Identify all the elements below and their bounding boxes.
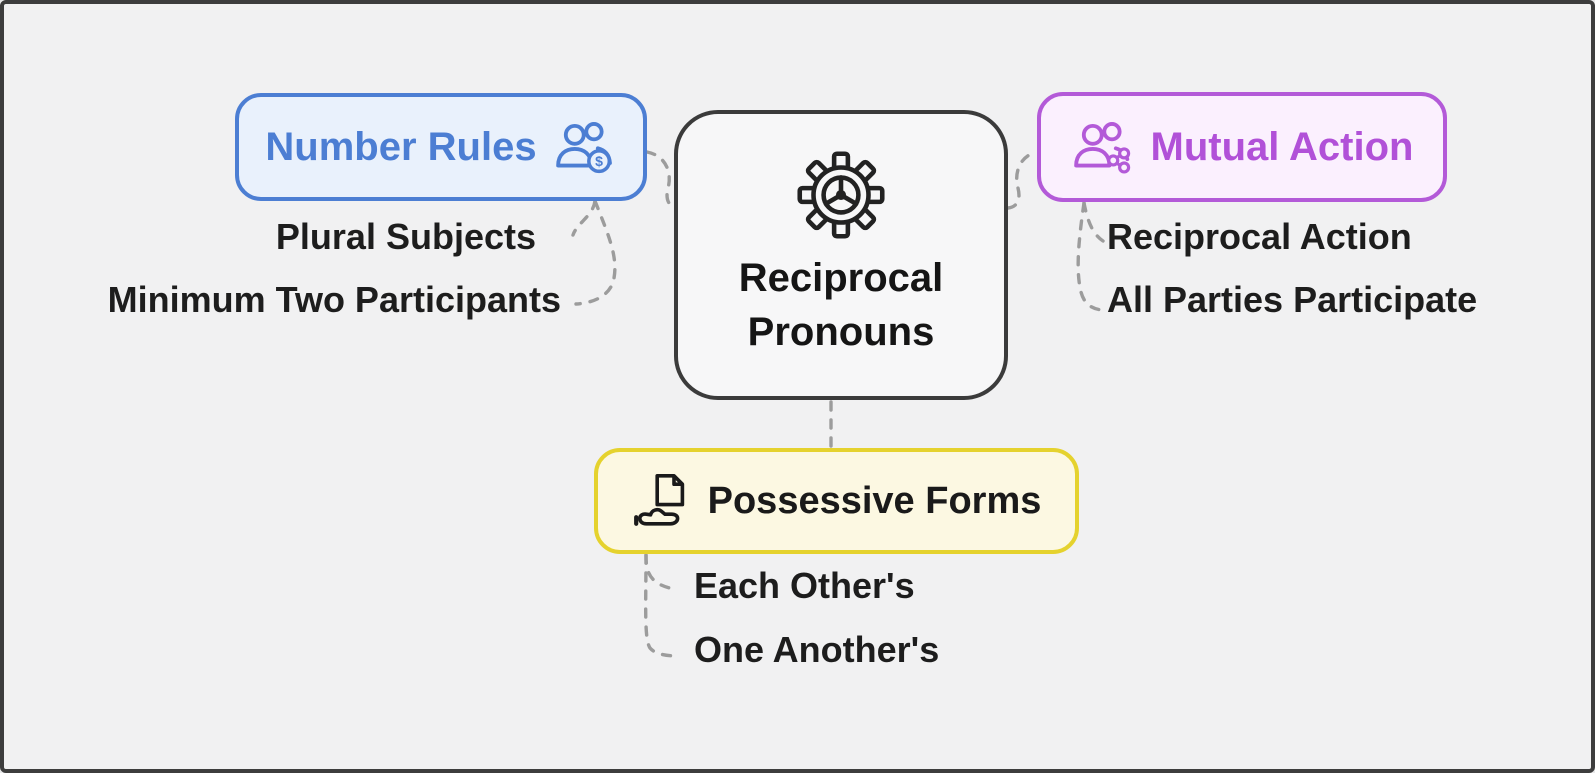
node-possessive-forms[interactable]: Possessive Forms <box>594 448 1079 554</box>
possessive-forms-label: Possessive Forms <box>707 479 1042 522</box>
child-plural-subjects[interactable]: Plural Subjects <box>275 216 536 257</box>
child-minimum-two-participants[interactable]: Minimum Two Participants <box>107 279 561 320</box>
node-reciprocal-pronouns[interactable]: Reciprocal Pronouns <box>674 110 1008 400</box>
connector-number-rules-to-plural <box>571 199 597 237</box>
hand-document-icon <box>633 474 684 526</box>
number-rules-label: Number Rules <box>265 124 537 169</box>
node-mutual-action[interactable]: Mutual Action <box>1037 92 1447 202</box>
mutual-action-label: Mutual Action <box>1150 124 1414 169</box>
child-each-others[interactable]: Each Other's <box>694 565 915 606</box>
connector-mutual-to-all-parties <box>1076 201 1104 312</box>
connector-number-rules-to-minimum <box>574 199 617 306</box>
connector-possessive-to-each-others <box>644 553 676 591</box>
child-all-parties-participate[interactable]: All Parties Participate <box>1107 279 1478 320</box>
users-dollar-icon: $ <box>555 122 612 174</box>
connector-possessive-to-one-anothers <box>643 553 680 658</box>
child-one-anothers[interactable]: One Another's <box>694 629 940 670</box>
connector-mutual-to-reciprocal-action <box>1082 201 1105 243</box>
dollar-badge-glyph: $ <box>595 153 603 169</box>
users-network-icon <box>1073 122 1130 174</box>
child-reciprocal-action[interactable]: Reciprocal Action <box>1107 216 1412 257</box>
node-number-rules[interactable]: Number Rules $ <box>235 93 647 201</box>
connector-central-to-mutual-action <box>1006 150 1039 210</box>
central-title: Reciprocal Pronouns <box>738 256 944 354</box>
gear-icon <box>797 151 885 239</box>
